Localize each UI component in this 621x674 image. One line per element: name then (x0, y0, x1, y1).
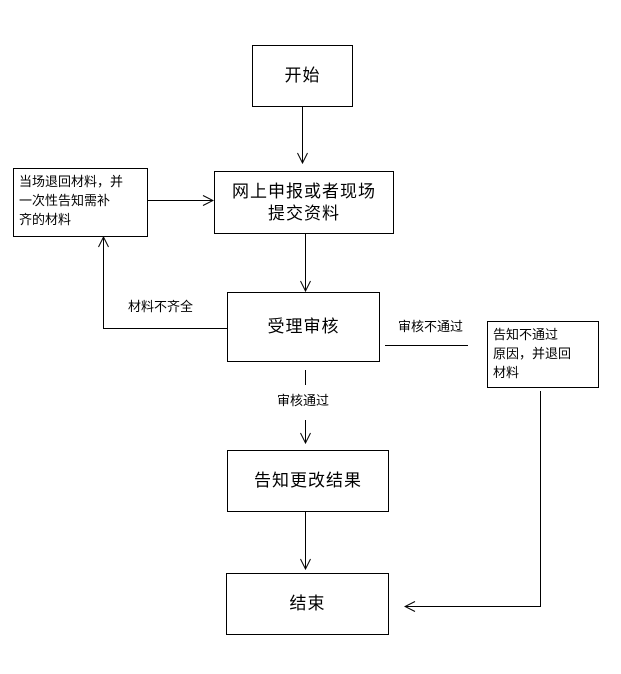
notify-node-label: 告知更改结果 (254, 471, 362, 491)
review-node-label: 受理审核 (267, 317, 340, 337)
notify-node: 告知更改结果 (227, 450, 389, 512)
end-node-label: 结束 (289, 594, 326, 614)
edge-label-not-passed: 审核不通过 (398, 320, 464, 335)
arrow-reject-to-end (405, 391, 541, 607)
arrow-review-to-return (104, 237, 227, 329)
return-materials-label: 当场退回材料，并 一次性告知需补 齐的材料 (19, 175, 124, 228)
reject-node: 告知不通过 原因，并退回 材料 (487, 321, 599, 388)
submit-node: 网上申报或者现场 提交资料 (214, 171, 394, 234)
edge-label-passed: 审核通过 (277, 394, 330, 409)
edge-label-incomplete: 材料不齐全 (128, 300, 194, 315)
review-node: 受理审核 (227, 292, 380, 362)
end-node: 结束 (226, 573, 389, 635)
reject-node-label: 告知不通过 原因，并退回 材料 (493, 328, 572, 381)
start-node-label: 开始 (284, 66, 321, 86)
submit-node-label: 网上申报或者现场 提交资料 (232, 181, 376, 224)
return-materials-node: 当场退回材料，并 一次性告知需补 齐的材料 (13, 168, 148, 237)
start-node: 开始 (252, 45, 353, 107)
